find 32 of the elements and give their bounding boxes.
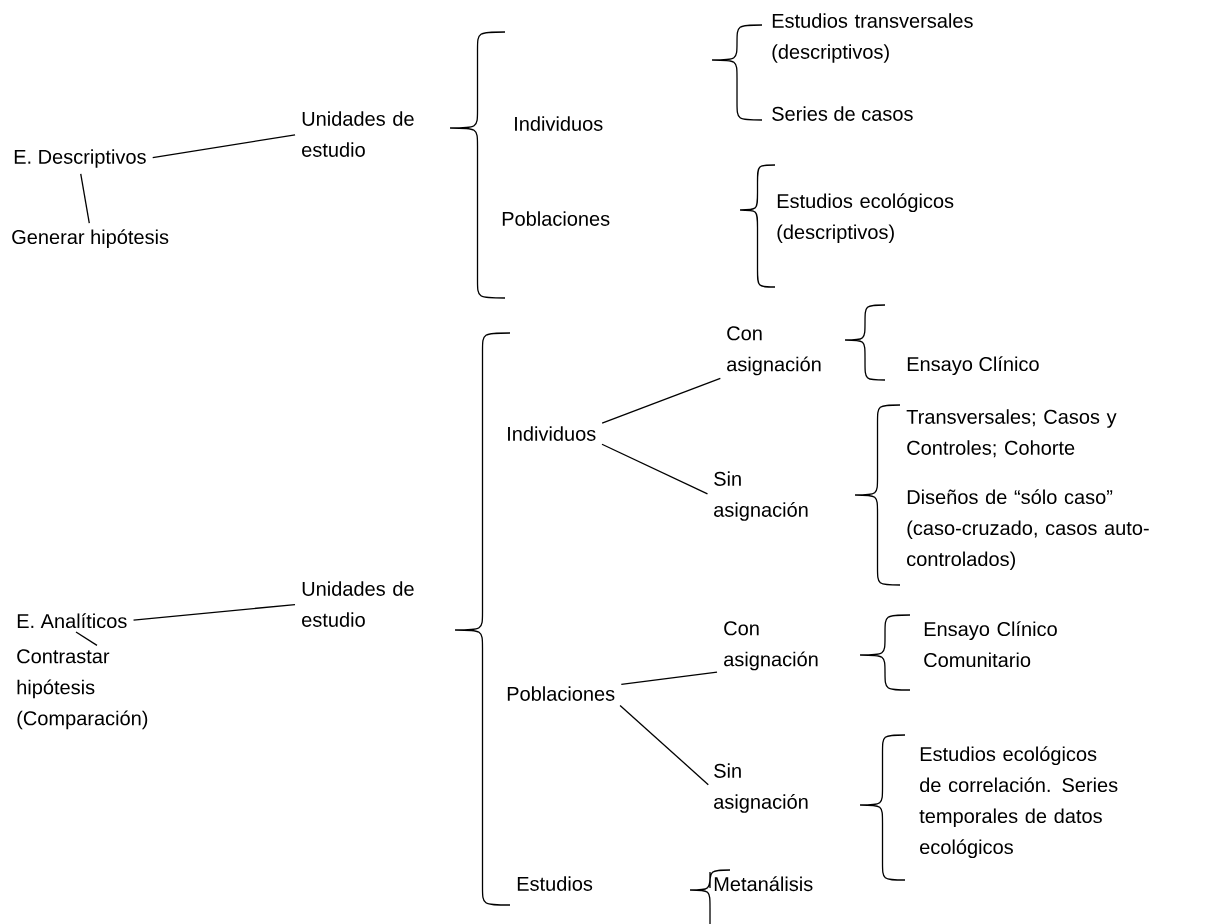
category-label: Ensayo Clínico	[907, 356, 1039, 376]
category-label: Sin asignación	[714, 763, 808, 813]
connector-line	[601, 377, 721, 424]
category-label: Estudios ecológicos de correlación. Series temporales de datos ecológicos	[919, 746, 1118, 859]
category-label: Generar hipótesis	[12, 229, 169, 249]
connector-line	[80, 173, 90, 224]
category-label: Poblaciones	[507, 686, 615, 701]
category-label: Con asignación	[727, 326, 821, 376]
category-label: Ensayo Clínico Comunitario	[924, 621, 1057, 668]
connector-line	[132, 603, 296, 621]
connector-line	[620, 671, 718, 686]
category-label: Transversales; Casos y Controles; Cohorte	[906, 409, 1117, 458]
category-label: E. Analíticos	[17, 613, 127, 629]
category-label: Unidades de estudio	[302, 111, 414, 157]
category-label: Individuos	[508, 426, 596, 441]
category-label: Unidades de estudio	[302, 581, 414, 627]
category-label: Diseños de “sólo caso” (caso-cruzado, casos auto-controlados)	[907, 489, 1149, 571]
category-label: Estudios	[517, 876, 593, 891]
connector-line	[152, 134, 296, 159]
category-label: Con asignación	[724, 621, 818, 671]
connector-line	[601, 443, 709, 495]
connector-line	[75, 631, 98, 646]
category-label: Estudios transversales (descriptivos)	[772, 13, 973, 63]
category-label: Contrastar hipótesis (Comparación)	[17, 649, 148, 730]
category-label: Estudios ecológicos (descriptivos)	[777, 193, 954, 244]
category-label: E. Descriptivos	[14, 149, 146, 168]
category-label: Series de casos	[772, 106, 913, 121]
connector-line	[619, 704, 709, 786]
category-label: Sin asignación	[714, 471, 808, 521]
category-label: Individuos	[515, 116, 603, 131]
category-label: Poblaciones	[502, 211, 610, 226]
category-label: Metanálisis	[714, 876, 813, 892]
